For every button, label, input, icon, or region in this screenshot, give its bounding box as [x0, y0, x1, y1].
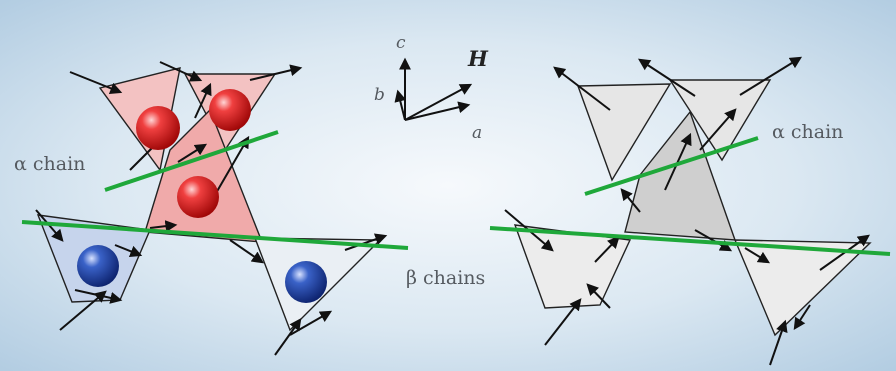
- axis-a-label: a: [472, 123, 482, 143]
- red-sphere: [177, 176, 219, 218]
- spin-arrow: [793, 304, 811, 331]
- red-sphere: [209, 89, 251, 131]
- spin-arrow: [553, 66, 611, 111]
- spin-arrow: [744, 247, 771, 264]
- spin-arrow: [586, 283, 611, 309]
- spin-arrow: [544, 298, 582, 346]
- spin-arrow: [249, 64, 303, 81]
- spin-arrow: [344, 233, 388, 251]
- spin-arrow: [769, 319, 788, 366]
- field-H-arrow: [404, 83, 473, 121]
- axis-c-label: c: [396, 33, 406, 53]
- spin-arrow: [159, 61, 203, 82]
- spin-arrow: [274, 318, 302, 356]
- spin-arrow: [739, 56, 803, 96]
- red-sphere: [136, 106, 180, 150]
- alpha-chain-label-right: α chain: [772, 121, 843, 143]
- axis-b-label: b: [374, 85, 385, 105]
- left-spheres: [77, 89, 327, 303]
- gray-tetrahedron-lower-right: [733, 239, 872, 337]
- spin-arrow: [694, 229, 733, 252]
- spin-arrow: [69, 71, 123, 95]
- beta-chains-label: β chains: [406, 267, 485, 289]
- spin-arrow: [194, 82, 212, 119]
- spin-arrow: [74, 289, 123, 304]
- gray-tetrahedron-upper-right: [668, 79, 772, 162]
- alpha-chain-label-left: α chain: [14, 153, 85, 175]
- left-spin-arrows: [35, 61, 388, 356]
- spin-arrow: [594, 236, 620, 263]
- spin-arrow: [149, 220, 178, 233]
- spin-arrow: [177, 143, 208, 163]
- gray-tetrahedron-upper-left: [577, 83, 672, 182]
- spin-arrow: [211, 135, 250, 201]
- blue-sphere: [285, 261, 327, 303]
- beta-chain-line-left: [21, 220, 409, 250]
- spin-arrow: [59, 290, 107, 331]
- spin-arrow: [620, 188, 641, 213]
- spin-arrow: [699, 108, 737, 151]
- spin-arrow: [637, 58, 696, 97]
- spin-arrow: [114, 244, 143, 258]
- blue-sphere: [77, 245, 119, 287]
- field-H-label: H: [467, 46, 489, 71]
- axis-triad: [394, 57, 473, 121]
- alpha-chain-line-left: [104, 130, 279, 192]
- axis-a-arrow: [404, 101, 471, 121]
- spin-arrow: [229, 239, 264, 264]
- alpha-chain-line-right: [584, 136, 759, 196]
- axis-b-arrow: [394, 89, 407, 121]
- beta-chain-line-right: [489, 226, 891, 256]
